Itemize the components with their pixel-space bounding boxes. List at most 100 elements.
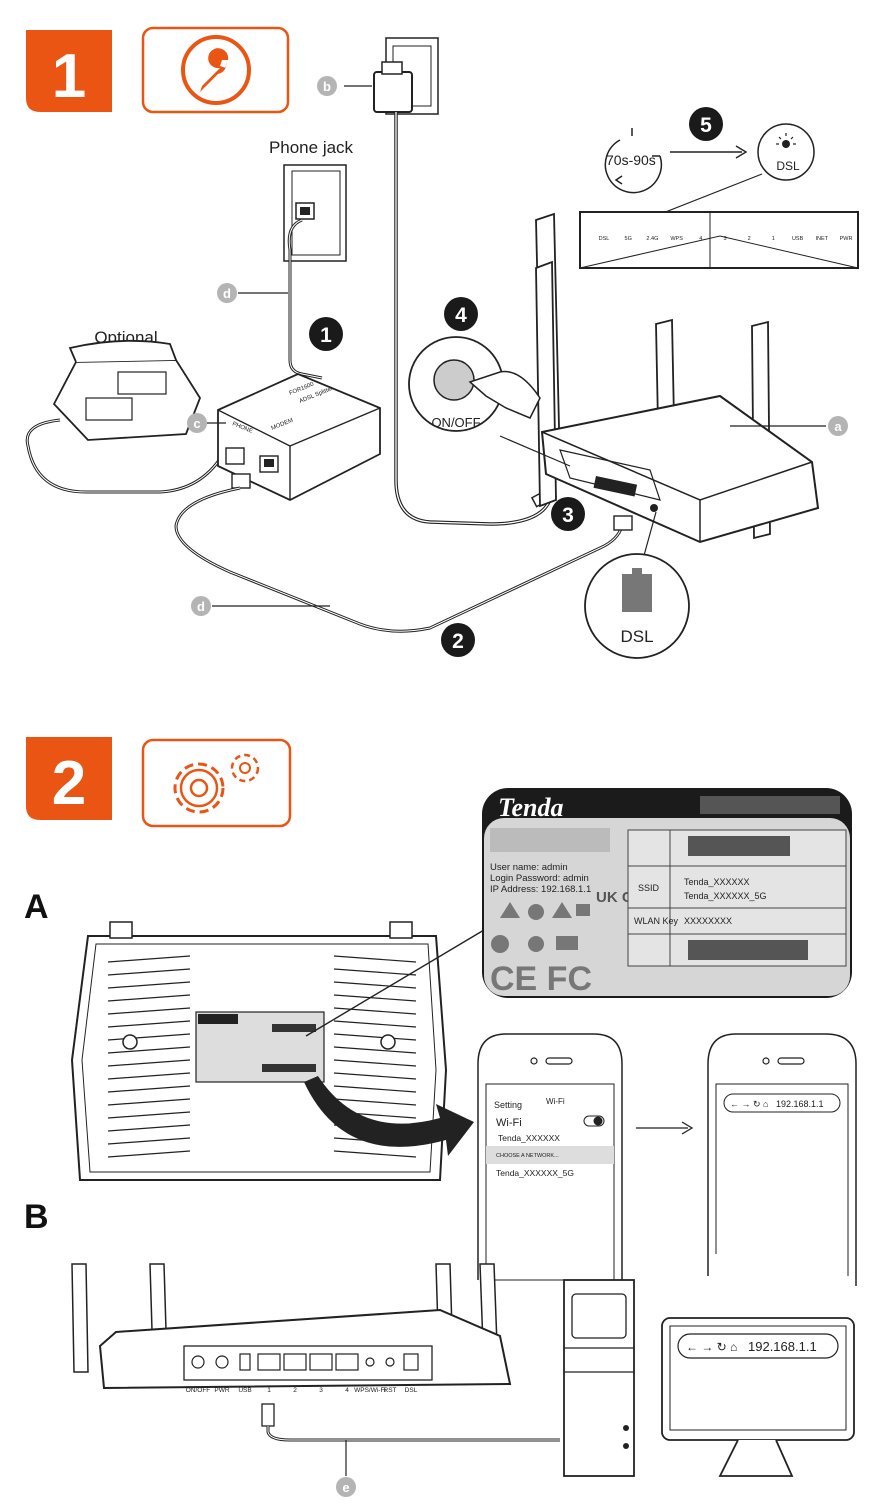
badge-c	[187, 413, 207, 433]
label-ssid-key: SSID	[638, 883, 660, 893]
wall-socket	[373, 37, 439, 115]
step4-badge-label: 4	[455, 304, 467, 327]
curved-arrow	[304, 1076, 474, 1156]
phone-connected-network[interactable]: Tenda_XXXXXX	[498, 1133, 560, 1143]
timer-icon	[604, 128, 663, 194]
section2-header: 2	[26, 737, 292, 828]
led-strip-panel	[579, 211, 859, 269]
section2-number: 2	[52, 749, 86, 818]
phone-wifi-settings: Setting Wi-Fi Wi-Fi Tenda_XXXXXX CHOOSE …	[477, 1033, 623, 1281]
gears-icon	[173, 753, 260, 814]
monitor-address-bar[interactable]	[677, 1333, 839, 1359]
step2-tab	[26, 737, 112, 820]
port-label: WPS/Wi-Fi	[354, 1387, 386, 1394]
phone-back-label: Setting	[494, 1100, 522, 1110]
wrench-icon-frame	[141, 26, 290, 114]
step1-badge-label: 1	[320, 324, 332, 347]
phone-address-bar[interactable]	[723, 1093, 841, 1113]
phone-jack-label: Phone jack	[269, 138, 354, 157]
label-cefc: CE FC	[490, 960, 592, 998]
port-label: ON/OFF	[186, 1387, 211, 1394]
led-label: 1	[772, 236, 775, 242]
phone-wifi-label: Wi-Fi	[496, 1117, 522, 1129]
badge-d-bottom-label: d	[197, 599, 205, 614]
badge-d-top-label: d	[223, 286, 231, 301]
step1-badge	[309, 317, 343, 351]
led-label: 2	[748, 236, 751, 242]
led-label: 2.4G	[646, 236, 658, 242]
dsl-led-icon	[776, 133, 796, 148]
port-label: RST	[384, 1387, 397, 1394]
section-a-label: A	[24, 888, 49, 926]
led-label: PWR	[840, 236, 853, 242]
step3-badge-label: 3	[562, 504, 574, 527]
badge-a	[828, 416, 848, 436]
section1-header: 1	[26, 26, 290, 114]
label-info-table: SSID Tenda_XXXXXX Tenda_XXXXXX_5G WLAN K…	[627, 829, 847, 967]
power-adapter	[373, 71, 413, 113]
step2-badge	[441, 623, 475, 657]
phone-url: 192.168.1.1	[776, 1099, 824, 1109]
led-label: 3	[723, 236, 726, 242]
on-off-label: ON/OFF	[431, 415, 480, 430]
label-wlan-value: XXXXXXXX	[684, 916, 732, 926]
led-label: DSL	[599, 236, 610, 242]
label-brand: Tenda	[498, 793, 564, 822]
wrench-icon	[181, 35, 251, 105]
phone-jack	[283, 164, 347, 262]
dsl-port-label: DSL	[620, 627, 653, 646]
timer-label: 70s-90s	[606, 152, 656, 168]
ethernet-plug	[261, 1403, 275, 1427]
led-label: WPS	[670, 236, 683, 242]
adsl-splitter: ADSL Splitter FOR1600 PHONE MODEM	[217, 373, 381, 502]
badge-b	[317, 76, 337, 96]
monitor: ← → ↻ ⌂ 192.168.1.1	[661, 1317, 855, 1477]
label-password: Login Password: admin	[490, 873, 589, 884]
led-label: USB	[792, 236, 804, 242]
compliance-icons	[491, 902, 590, 953]
pc-tower	[563, 1279, 635, 1477]
ethernet-cable-e	[266, 1426, 560, 1442]
led-label: INET	[816, 236, 829, 242]
led-label: 4	[699, 236, 702, 242]
port-label: 4	[345, 1387, 349, 1394]
section1-number: 1	[52, 42, 86, 111]
gears-icon-frame	[141, 738, 292, 828]
port-label: USB	[238, 1387, 251, 1394]
port-label: 3	[319, 1387, 323, 1394]
monitor-url: 192.168.1.1	[748, 1339, 817, 1354]
pressing-hand-icon	[468, 370, 541, 419]
power-button-icon	[433, 359, 475, 401]
badge-d-top	[217, 283, 237, 303]
port-label: 1	[267, 1387, 271, 1394]
led-label: 5G	[625, 236, 632, 242]
step5-badge-label: 5	[700, 114, 712, 137]
port-label: 2	[293, 1387, 297, 1394]
label-ssid-value2: Tenda_XXXXXX_5G	[684, 891, 767, 901]
label-username: User name: admin	[490, 862, 568, 873]
section-b-label: B	[24, 1198, 49, 1236]
phone-nav-icons: ← → ↻ ⌂	[730, 1099, 768, 1109]
port-label: PWR	[214, 1387, 229, 1394]
telephone-icon	[52, 339, 202, 441]
label-ip: IP Address: 192.168.1.1	[490, 884, 591, 895]
dsl-led-label: DSL	[776, 159, 800, 173]
phone-other-network[interactable]: Tenda_XXXXXX_5G	[496, 1168, 574, 1178]
phone-choose-network: CHOOSE A NETWORK...	[496, 1153, 559, 1159]
badge-d-bottom	[191, 596, 211, 616]
step2-badge-label: 2	[452, 630, 464, 653]
router-label-zoom: Tenda User name: admin Login Password: a…	[482, 788, 852, 998]
step3-badge	[551, 497, 585, 531]
phone-title: Wi-Fi	[546, 1097, 565, 1106]
badge-e	[336, 1477, 356, 1497]
monitor-nav-icons: ← → ↻ ⌂	[686, 1340, 737, 1354]
router-front	[535, 212, 820, 544]
dsl-led-callout	[757, 123, 815, 181]
label-ssid-value1: Tenda_XXXXXX	[684, 877, 750, 887]
badge-c-label: c	[193, 416, 200, 431]
port-label: DSL	[405, 1387, 418, 1394]
